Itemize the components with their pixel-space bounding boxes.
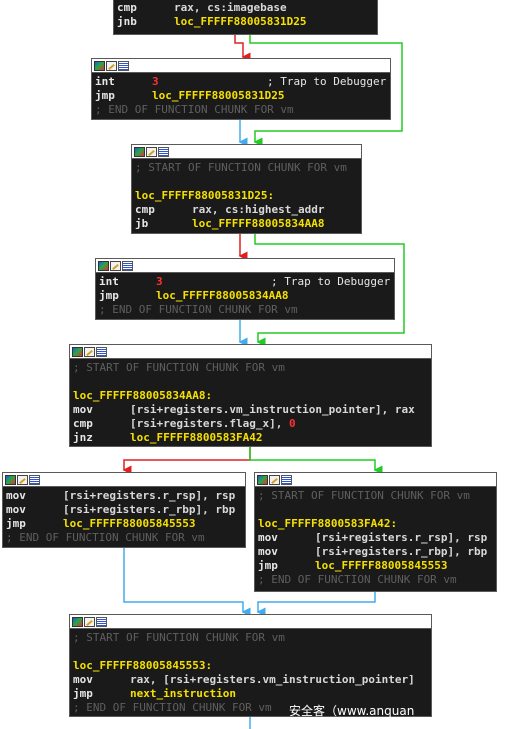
mnemonic: cmp [135, 203, 155, 216]
chunk-start-comment: ; START OF FUNCTION CHUNK FOR vm [135, 161, 347, 174]
graph-color-icon[interactable] [94, 60, 105, 71]
mnemonic: jnb [117, 15, 137, 28]
edge-n4-n6 [249, 447, 383, 475]
rename-pencil-icon[interactable] [106, 60, 117, 71]
chunk-end-comment: ; END OF FUNCTION CHUNK FOR vm [95, 103, 294, 116]
location-label[interactable]: loc_FFFFF8800583FA42: [258, 517, 398, 530]
comment: ; Trap to Debugger [267, 75, 387, 88]
graph-color-icon[interactable] [5, 474, 16, 485]
graph-node-2[interactable]: ; START OF FUNCTION CHUNK FOR vm loc_FFF… [131, 144, 362, 234]
node-toolbar [70, 615, 431, 629]
location-label[interactable]: loc_FFFFF88005845553: [73, 659, 213, 672]
operand: rax, cs:highest_addr [192, 203, 325, 216]
listing-icon[interactable] [281, 474, 292, 485]
listing-icon[interactable] [122, 260, 133, 271]
listing-icon[interactable] [29, 474, 40, 485]
jump-target-link[interactable]: loc_FFFFF88005834AA8 [192, 217, 325, 230]
chunk-end-comment: ; END OF FUNCTION CHUNK FOR vm [99, 303, 298, 316]
mnemonic: mov [6, 503, 26, 516]
mnemonic: jmp [258, 559, 278, 572]
graph-color-icon[interactable] [72, 616, 83, 627]
graph-color-icon[interactable] [72, 346, 83, 357]
chunk-start-comment: ; START OF FUNCTION CHUNK FOR vm [73, 631, 285, 644]
mnemonic: mov [6, 489, 26, 502]
rename-pencil-icon[interactable] [269, 474, 280, 485]
operand: [rsi+registers.r_rsp], rsp [63, 489, 236, 502]
mnemonic: jnz [73, 431, 93, 444]
mnemonic: jmp [6, 517, 26, 530]
edge-n0-n1 [234, 35, 251, 62]
location-label[interactable]: loc_FFFFF88005831D25: [135, 189, 275, 202]
comment: ; Trap to Debugger [271, 275, 391, 288]
mnemonic: jmp [99, 289, 119, 302]
chunk-start-comment: ; START OF FUNCTION CHUNK FOR vm [258, 489, 470, 502]
graph-node-6[interactable]: ; START OF FUNCTION CHUNK FOR vm loc_FFF… [254, 472, 497, 592]
rename-pencil-icon[interactable] [146, 146, 157, 157]
graph-node-1[interactable]: int 3 ; Trap to Debugger jmp loc_FFFFF88005… [91, 58, 391, 120]
jump-target-link[interactable]: loc_FFFFF88005834AA8 [156, 289, 289, 302]
operand: rax, cs:imagebase [174, 1, 287, 14]
edge-n6-n7 [256, 592, 376, 617]
graph-color-icon[interactable] [134, 146, 145, 157]
rename-pencil-icon[interactable] [110, 260, 121, 271]
listing-icon[interactable] [158, 146, 169, 157]
operand: [rsi+registers.r_rsp], rsp [315, 531, 488, 544]
operand: rax, [rsi+registers.vm_instruction_point… [130, 673, 415, 686]
graph-node-4[interactable]: ; START OF FUNCTION CHUNK FOR vm loc_FFF… [69, 344, 432, 447]
edge-n4-n5 [122, 447, 251, 475]
jump-target-link[interactable]: loc_FFFFF88005845553 [315, 559, 448, 572]
graph-color-icon[interactable] [257, 474, 268, 485]
listing-icon[interactable] [118, 60, 129, 71]
mnemonic: int [95, 75, 115, 88]
mnemonic: jmp [73, 687, 93, 700]
mnemonic: int [99, 275, 119, 288]
edge-n5-n7 [123, 548, 251, 617]
mnemonic: mov [258, 545, 278, 558]
rename-pencil-icon[interactable] [84, 346, 95, 357]
chunk-start-comment: ; START OF FUNCTION CHUNK FOR vm [73, 361, 285, 374]
chunk-end-comment: ; END OF FUNCTION CHUNK FOR vm [6, 531, 205, 544]
node-toolbar [70, 345, 431, 359]
jump-target-link[interactable]: loc_FFFFF88005845553 [63, 517, 196, 530]
node-toolbar [3, 473, 245, 487]
immediate-value: 0 [288, 417, 296, 430]
mnemonic: cmp [73, 417, 93, 430]
location-label[interactable]: loc_FFFFF88005834AA8: [73, 389, 213, 402]
node-toolbar [96, 259, 394, 273]
node-toolbar [255, 473, 496, 487]
rename-pencil-icon[interactable] [84, 616, 95, 627]
operand: [rsi+registers.r_rbp], rbp [63, 503, 236, 516]
mnemonic: mov [258, 531, 278, 544]
graph-node-3[interactable]: int 3 ; Trap to Debugger jmp loc_FFFFF88005… [95, 258, 395, 320]
mnemonic: mov [73, 673, 93, 686]
node-toolbar [132, 145, 361, 159]
operand: [rsi+registers.vm_instruction_pointer], … [130, 403, 415, 416]
immediate-value: 3 [152, 75, 159, 88]
jump-target-link[interactable]: loc_FFFFF8800583FA42 [130, 431, 263, 444]
jump-target-link[interactable]: next_instruction [130, 687, 236, 700]
operand: [rsi+registers.r_rbp], rbp [315, 545, 488, 558]
watermark: 安全客（www.anquan [289, 704, 415, 718]
immediate-value: 3 [156, 275, 163, 288]
edge-n2-n4 [254, 234, 405, 347]
graph-node-7[interactable]: ; START OF FUNCTION CHUNK FOR vm loc_FFF… [69, 614, 432, 717]
edge-n0-n2 [249, 35, 403, 147]
node-toolbar [92, 59, 390, 73]
graph-color-icon[interactable] [98, 260, 109, 271]
chunk-end-comment: ; END OF FUNCTION CHUNK FOR vm [258, 573, 457, 586]
mnemonic: jb [135, 217, 149, 230]
chunk-end-comment: ; END OF FUNCTION CHUNK FOR vm [73, 701, 272, 714]
graph-node-5[interactable]: mov [rsi+registers.r_rsp], rsp mov [rsi+re… [2, 472, 246, 548]
listing-icon[interactable] [96, 616, 107, 627]
jump-target-link[interactable]: loc_FFFFF88005831D25 [152, 89, 285, 102]
operand: [rsi+registers.flag_x], [130, 417, 289, 430]
mnemonic: cmp [117, 1, 137, 14]
jump-target-link[interactable]: loc_FFFFF88005831D25 [174, 15, 307, 28]
rename-pencil-icon[interactable] [17, 474, 28, 485]
mnemonic: mov [73, 403, 93, 416]
listing-icon[interactable] [96, 346, 107, 357]
graph-node-0[interactable]: cmp rax, cs:imagebase jnb loc_FFFFF8800583… [113, 0, 378, 35]
mnemonic: jmp [95, 89, 115, 102]
